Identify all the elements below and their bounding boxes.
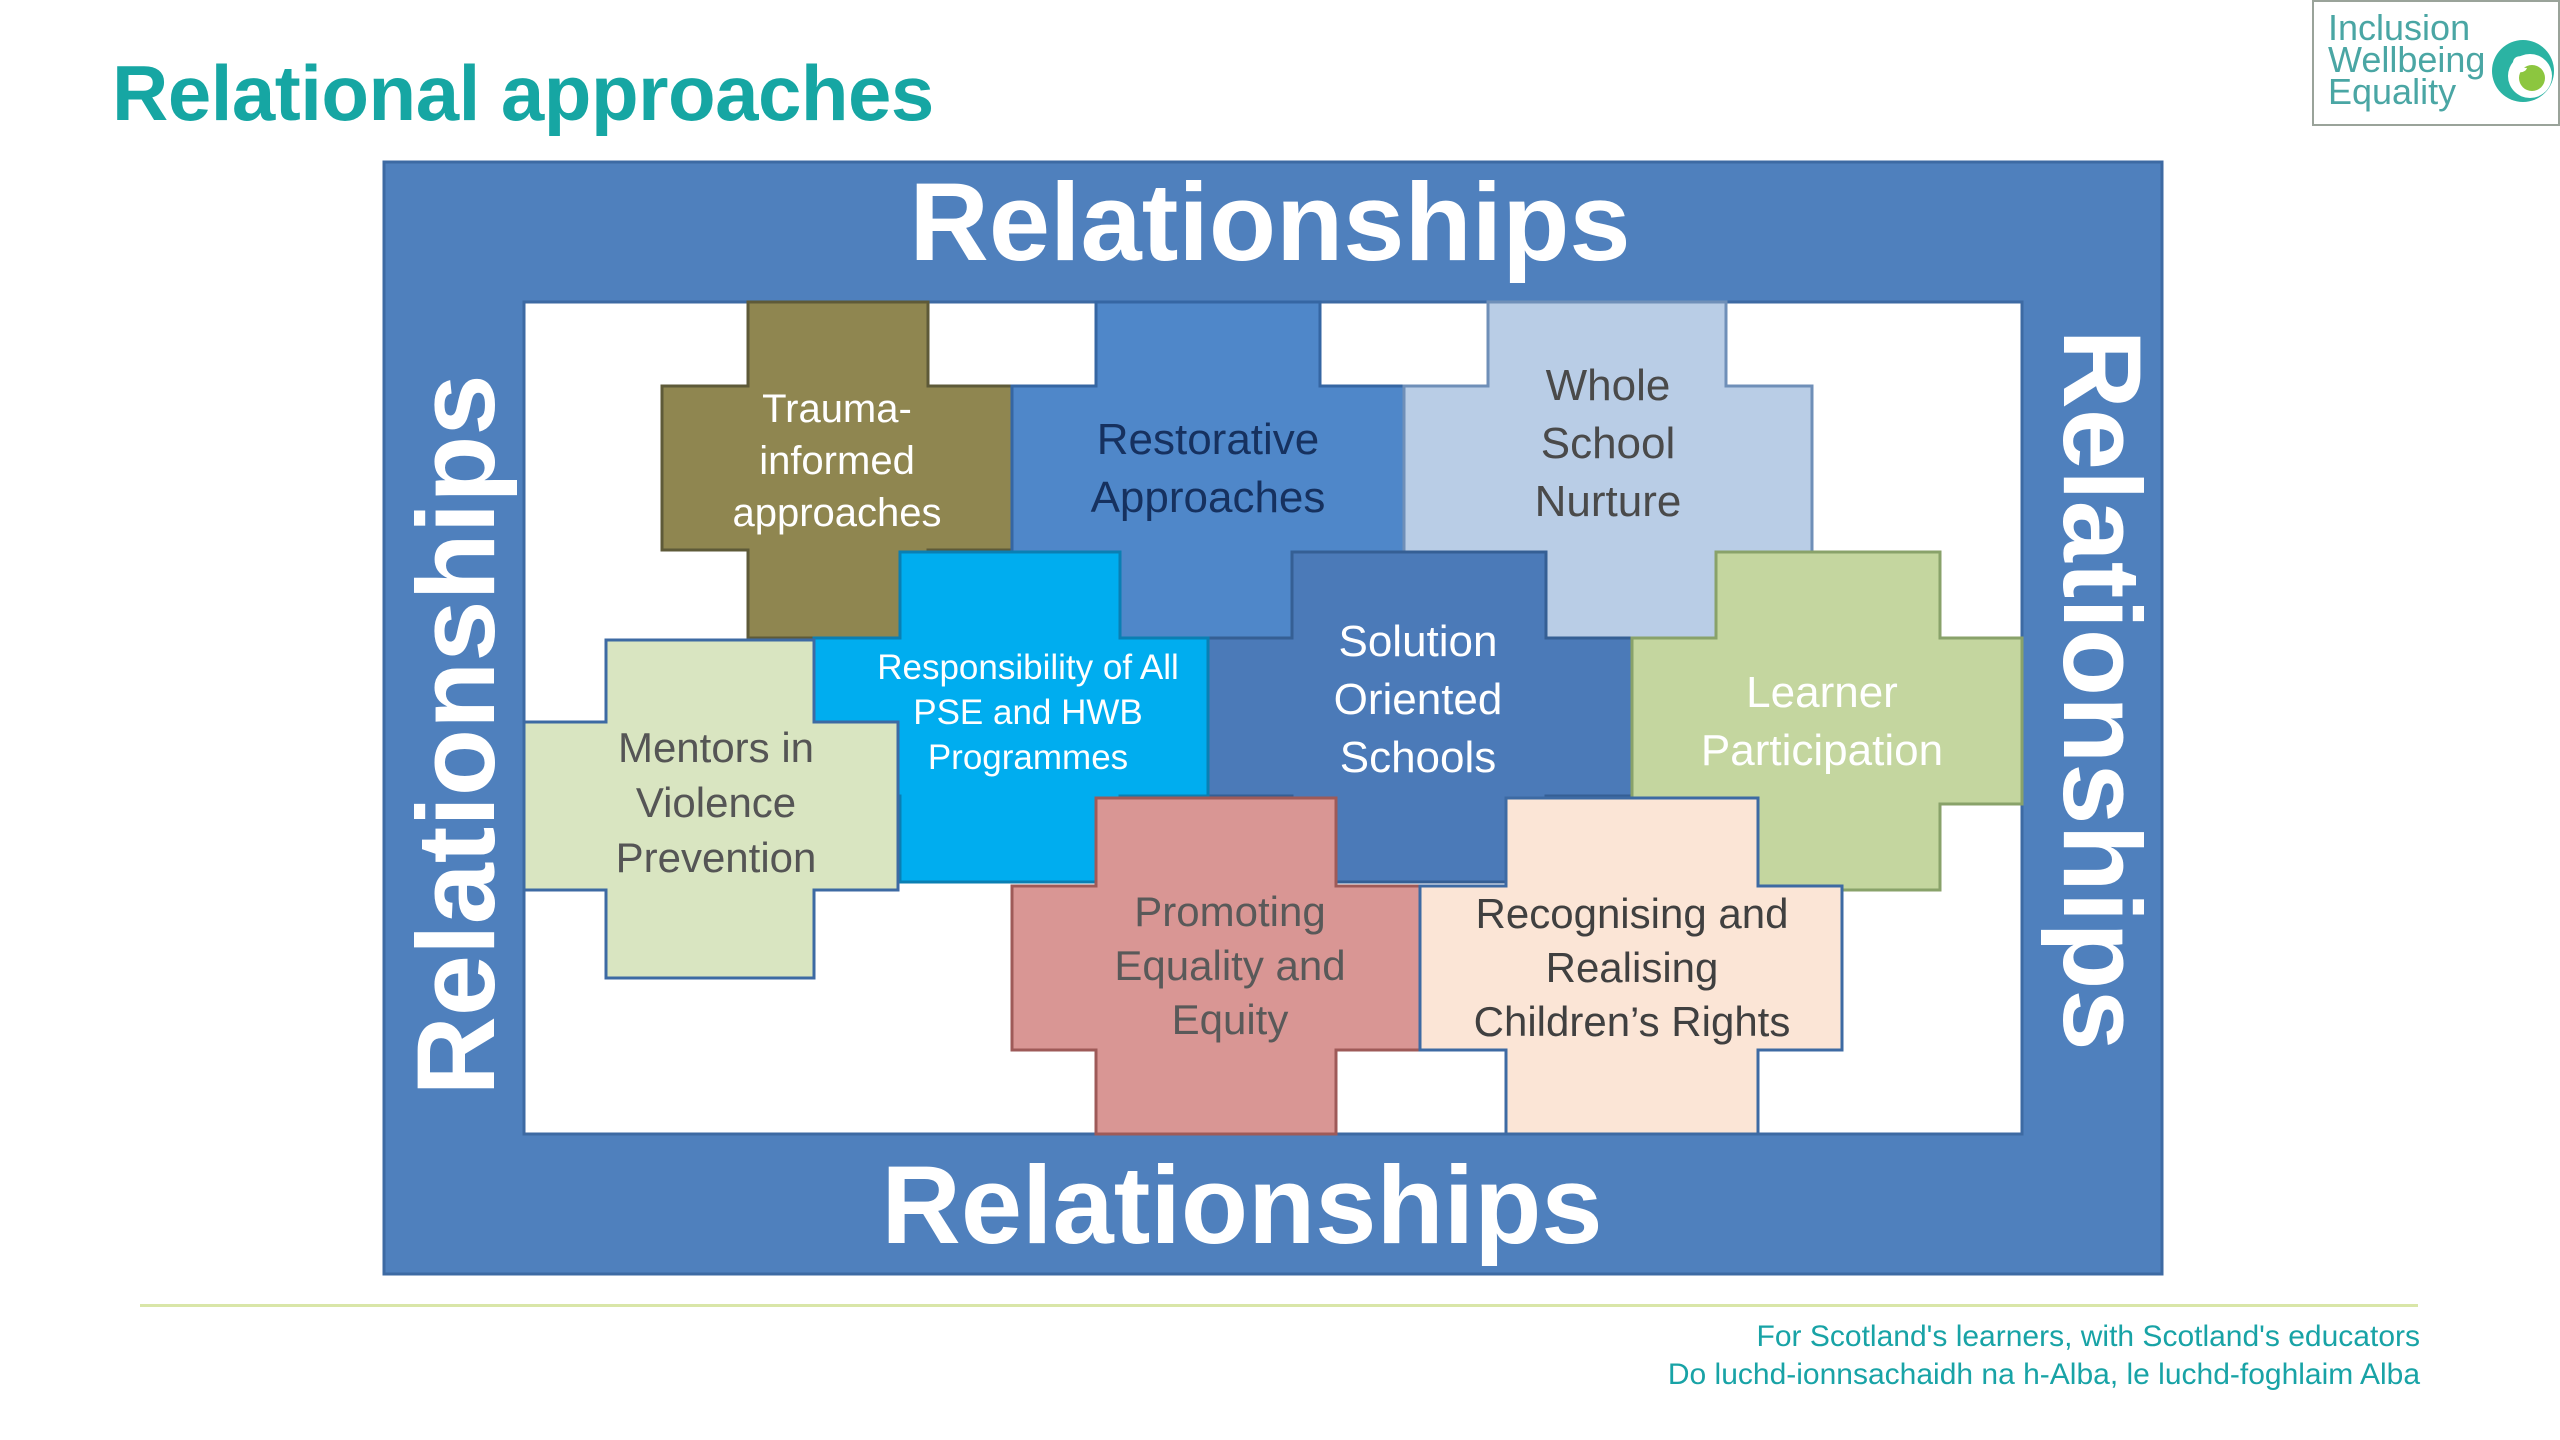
- piece-label-line: Trauma-: [762, 387, 912, 431]
- piece-label-line: Learner: [1746, 668, 1898, 717]
- piece-label-line: Mentors in: [618, 724, 814, 771]
- piece-label-line: approaches: [732, 491, 941, 535]
- piece-label-line: Equity: [1172, 996, 1289, 1043]
- piece-label-line: School: [1541, 419, 1676, 468]
- relationships-label-right: Relationships: [2040, 329, 2163, 1050]
- piece-label-line: Schools: [1340, 733, 1497, 782]
- relationships-label-bottom: Relationships: [881, 1144, 1602, 1267]
- piece-label-line: Whole: [1546, 361, 1671, 410]
- footer-divider: [140, 1304, 2418, 1307]
- piece-label-line: Solution: [1338, 617, 1497, 666]
- education-scotland-logo: Inclusion Wellbeing Equality e: [2312, 0, 2560, 126]
- piece-label-line: Approaches: [1091, 473, 1326, 522]
- piece-label-line: Equality and: [1114, 942, 1345, 989]
- footer-line-gaelic: Do luchd-ionnsachaidh na h-Alba, le luch…: [1667, 1358, 2420, 1391]
- piece-label-line: PSE and HWB: [913, 693, 1143, 732]
- page-title: Relational approaches: [112, 49, 934, 137]
- piece-label-line: Children’s Rights: [1474, 998, 1791, 1045]
- piece-label-line: Violence: [636, 779, 796, 826]
- relationships-label-top: Relationships: [909, 161, 1630, 284]
- logo-e-icon: e: [2492, 40, 2554, 102]
- relationships-label-left: Relationships: [395, 374, 518, 1095]
- footer-line-english: For Scotland's learners, with Scotland's…: [1756, 1320, 2420, 1353]
- piece-label-line: Oriented: [1334, 675, 1503, 724]
- piece-label-line: Responsibility of All: [877, 648, 1179, 687]
- logo-mark-letter: e: [2512, 46, 2529, 79]
- logo-line-equality: Equality: [2328, 71, 2457, 112]
- piece-label-line: Participation: [1701, 726, 1943, 775]
- piece-label-line: Realising: [1546, 944, 1719, 991]
- footer-tagline: For Scotland's learners, with Scotland's…: [1668, 1318, 2420, 1394]
- piece-label-line: Programmes: [928, 738, 1128, 777]
- piece-label-line: Promoting: [1134, 888, 1325, 935]
- logo-line-inclusion: Inclusion: [2328, 7, 2471, 48]
- logo-line-wellbeing: Wellbeing: [2328, 39, 2486, 80]
- piece-label-line: informed: [759, 439, 915, 483]
- piece-label-line: Recognising and: [1476, 890, 1789, 937]
- piece-label-line: Prevention: [616, 834, 817, 881]
- logo-text: Inclusion Wellbeing Equality: [2328, 7, 2486, 112]
- piece-label-line: Nurture: [1535, 477, 1682, 526]
- piece-label-line: Restorative: [1097, 415, 1320, 464]
